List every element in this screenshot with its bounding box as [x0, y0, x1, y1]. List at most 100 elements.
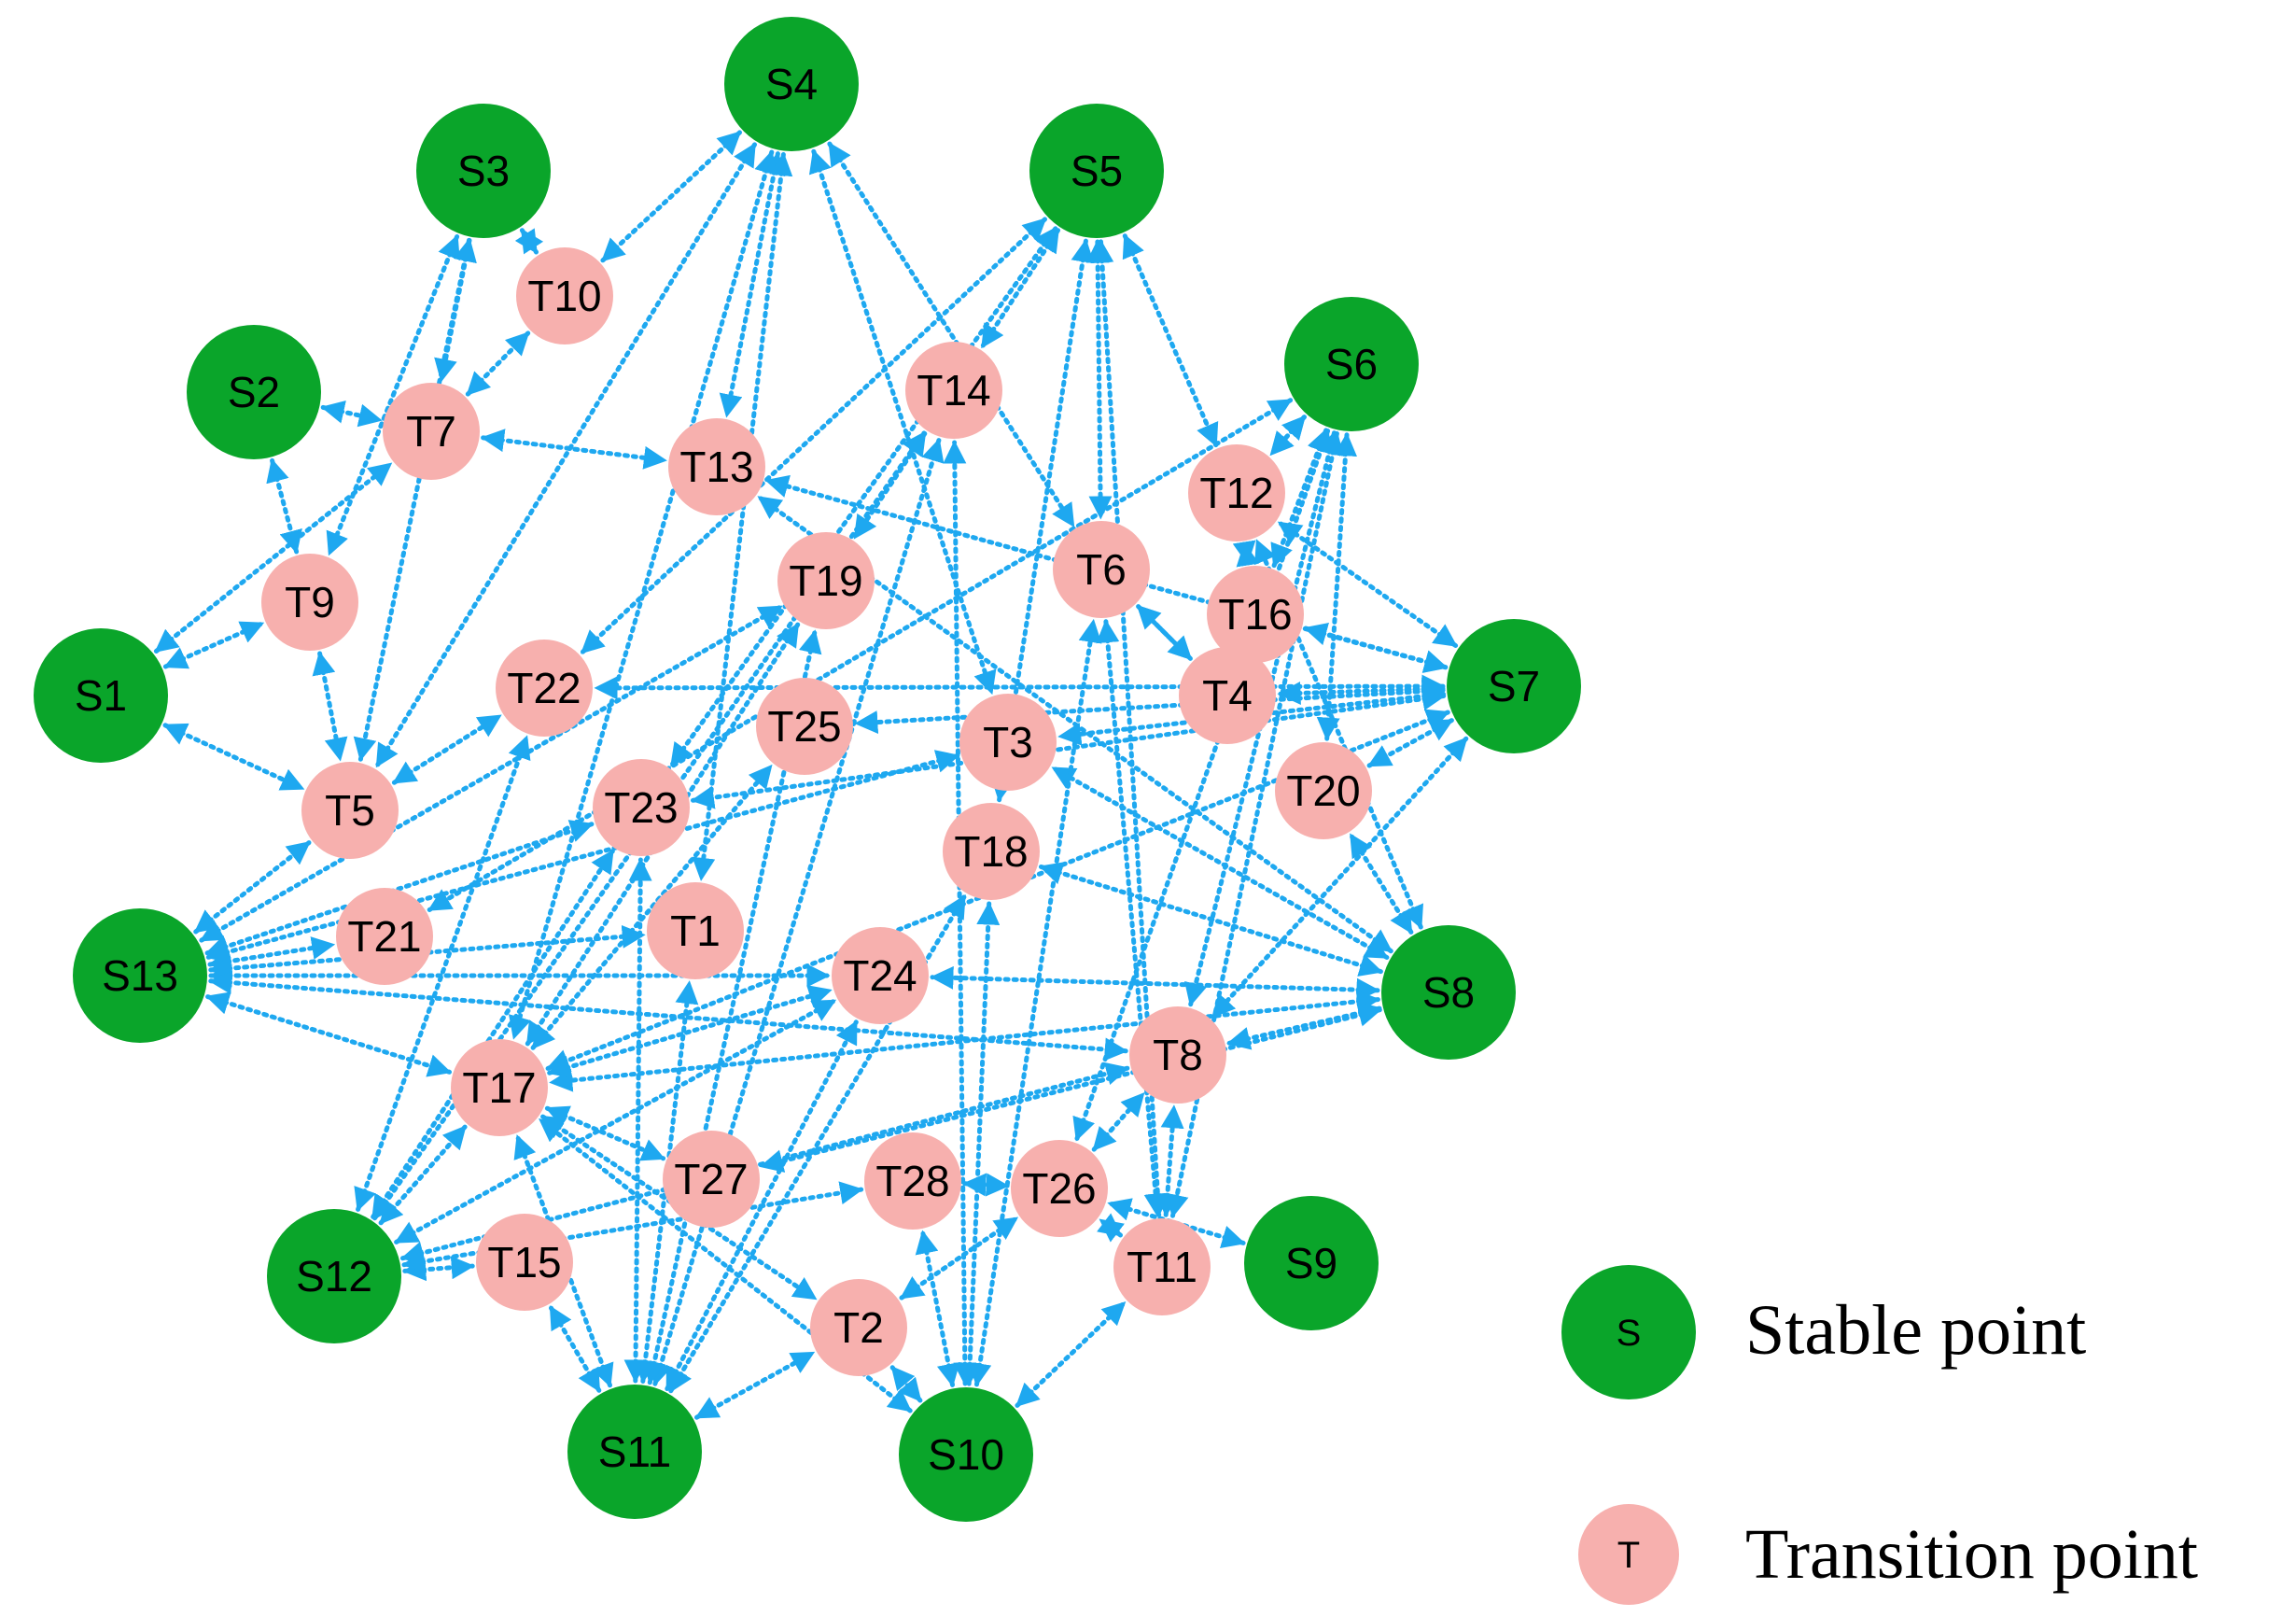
transition-point-t16	[1207, 566, 1304, 663]
transition-point-t5	[301, 762, 399, 859]
nodes-layer: S1S2S3S4S5S6S7S8S9S10S11S12S13T1T2T3T4T5…	[34, 17, 1581, 1522]
edge-s5-t14	[980, 228, 1060, 349]
edge-s10-t28	[915, 1230, 960, 1387]
edge-s11-t15	[548, 1304, 602, 1393]
transition-point-t8	[1129, 1006, 1226, 1104]
node-label-t13: T13	[679, 443, 753, 491]
stable-point-s7	[1447, 619, 1581, 753]
transition-point-t18	[943, 803, 1040, 900]
node-s8: S8	[1381, 925, 1516, 1060]
transition-point-t14	[905, 342, 1002, 439]
stable-point-s3	[416, 104, 551, 238]
node-t14: T14	[905, 342, 1002, 439]
node-s9: S9	[1244, 1196, 1379, 1330]
node-label-s1: S1	[75, 671, 127, 720]
transition-point-t19	[777, 532, 875, 629]
edge-s8-t8	[1226, 1001, 1382, 1050]
edge-s6-t12	[1268, 415, 1307, 457]
edge-t17-t24	[547, 985, 833, 1078]
stable-point-s6	[1284, 297, 1419, 431]
legend-transition-swatch	[1578, 1504, 1679, 1605]
node-label-t27: T27	[674, 1155, 748, 1203]
transition-point-t11	[1113, 1218, 1211, 1315]
node-label-t11: T11	[1127, 1243, 1197, 1291]
stable-point-s8	[1381, 925, 1516, 1060]
node-label-s11: S11	[598, 1427, 671, 1476]
node-label-t10: T10	[527, 272, 601, 320]
node-label-t25: T25	[767, 702, 841, 751]
transition-point-t15	[476, 1214, 573, 1311]
transition-point-t6	[1053, 521, 1150, 618]
edge-s2-t9	[266, 457, 302, 555]
edge-s5-t6	[1085, 239, 1113, 520]
node-t16: T16	[1207, 566, 1304, 663]
transition-point-t10	[516, 247, 613, 344]
edge-t14-t19	[852, 431, 928, 540]
transition-point-t2	[810, 1279, 907, 1376]
edge-s7-t25	[854, 680, 1446, 735]
edge-t6-t11	[1096, 619, 1168, 1217]
node-t22: T22	[496, 640, 593, 737]
node-label-t17: T17	[462, 1063, 536, 1112]
edge-t11-t26	[1097, 1213, 1125, 1243]
node-label-s13: S13	[102, 951, 178, 1000]
node-t5: T5	[301, 762, 399, 859]
node-s7: S7	[1447, 619, 1581, 753]
node-t10: T10	[516, 247, 613, 344]
edge-s4-t10	[600, 130, 742, 263]
edge-s5-t12	[1122, 233, 1219, 448]
node-label-t15: T15	[487, 1238, 561, 1287]
node-s6: S6	[1284, 297, 1419, 431]
transition-point-t9	[261, 554, 358, 651]
legend-stable-swatch	[1561, 1265, 1696, 1399]
node-label-t7: T7	[406, 407, 456, 456]
transition-point-t17	[451, 1039, 548, 1136]
node-label-s2: S2	[228, 368, 280, 416]
node-t7: T7	[383, 383, 480, 480]
node-label-s12: S12	[296, 1252, 372, 1301]
stable-point-s5	[1029, 104, 1164, 238]
node-t11: T11	[1113, 1218, 1211, 1315]
node-t13: T13	[668, 418, 765, 515]
node-t3: T3	[959, 694, 1057, 791]
stable-point-s1	[34, 628, 168, 763]
node-label-t26: T26	[1022, 1164, 1096, 1213]
stable-point-s4	[724, 17, 859, 151]
node-label-t18: T18	[954, 827, 1028, 876]
edge-s3-t10	[514, 228, 544, 255]
edge-t9-t5	[312, 651, 348, 762]
node-label-t6: T6	[1076, 545, 1127, 594]
node-t8: T8	[1129, 1006, 1226, 1104]
transition-point-t4	[1179, 647, 1276, 744]
node-label-t3: T3	[983, 718, 1033, 766]
node-t23: T23	[593, 759, 690, 856]
node-label-t24: T24	[843, 951, 917, 1000]
node-t24: T24	[832, 927, 929, 1024]
stable-point-s12	[267, 1209, 401, 1343]
node-label-t5: T5	[325, 786, 375, 835]
stable-point-s10	[899, 1387, 1033, 1522]
edge-t7-t10	[465, 330, 531, 397]
legend-transition: T Transition point	[1578, 1504, 2198, 1605]
legend-transition-label: Transition point	[1745, 1515, 2198, 1594]
node-s4: S4	[724, 17, 859, 151]
node-t21: T21	[336, 888, 433, 985]
node-label-s7: S7	[1488, 662, 1540, 710]
node-s1: S1	[34, 628, 168, 763]
node-t9: T9	[261, 554, 358, 651]
node-s12: S12	[267, 1209, 401, 1343]
transition-point-t26	[1011, 1140, 1108, 1237]
node-label-s5: S5	[1071, 147, 1123, 195]
edge-s11-t2	[694, 1350, 816, 1420]
node-label-t19: T19	[789, 556, 862, 605]
node-label-s10: S10	[928, 1430, 1004, 1479]
node-s13: S13	[73, 908, 207, 1043]
node-label-t21: T21	[347, 912, 421, 961]
edge-t2-t26	[899, 1216, 1019, 1301]
edge-s10-t2	[889, 1365, 923, 1403]
stable-point-s9	[1244, 1196, 1379, 1330]
edge-t7-t13	[481, 429, 667, 470]
transition-point-t28	[864, 1132, 961, 1230]
transition-point-t7	[383, 383, 480, 480]
stable-point-s2	[187, 325, 321, 459]
